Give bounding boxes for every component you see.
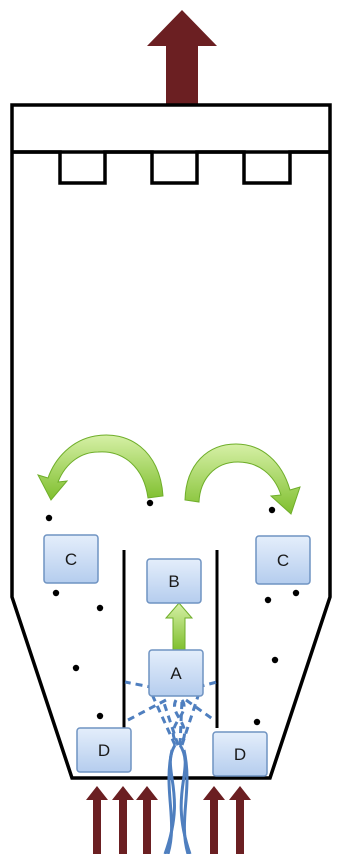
lift-arrow-icon bbox=[164, 602, 194, 651]
circulation-arrow-left-icon bbox=[37, 434, 164, 501]
inlet-arrow-icon bbox=[203, 786, 225, 854]
inlet-arrow-icon bbox=[112, 786, 134, 854]
inlet-arrow-icon bbox=[229, 786, 251, 854]
exhaust-arrow-icon bbox=[147, 10, 217, 105]
separator-grid bbox=[12, 150, 330, 185]
inlet-arrow-icon bbox=[136, 786, 158, 854]
zone-box-d-right: D bbox=[212, 731, 268, 777]
zone-box-c-right: C bbox=[255, 535, 311, 585]
gas-jets bbox=[124, 680, 218, 854]
inlet-arrow-icon bbox=[86, 786, 108, 854]
zone-box-c-left: C bbox=[43, 534, 99, 584]
zone-label-a: A bbox=[170, 664, 182, 683]
zone-box-d-left: D bbox=[76, 727, 132, 773]
zone-label-c-left: C bbox=[65, 550, 77, 569]
circulation-arrow-right-icon bbox=[184, 443, 301, 515]
zone-box-a: A bbox=[148, 649, 204, 697]
zone-label-d-left: D bbox=[98, 741, 110, 760]
zone-label-c-right: C bbox=[277, 551, 289, 570]
zone-box-b: B bbox=[146, 558, 202, 604]
zone-label-b: B bbox=[168, 572, 179, 591]
zone-label-d-right: D bbox=[234, 745, 246, 764]
particles bbox=[45, 499, 300, 726]
inlet-arrows bbox=[86, 786, 251, 854]
